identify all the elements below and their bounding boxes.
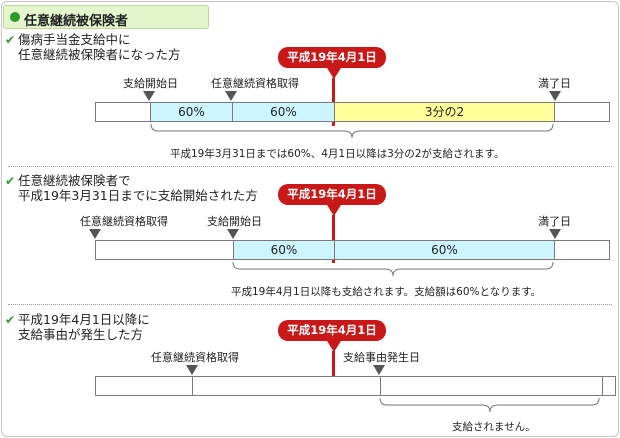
timeline-tick xyxy=(192,377,193,395)
red-marker-arrow-icon xyxy=(327,341,341,352)
bracket xyxy=(150,123,554,139)
red-marker-arrow-icon xyxy=(327,205,341,216)
red-date-line xyxy=(332,215,335,263)
header-box: 任意継続被保険者 xyxy=(3,5,209,29)
segment-60-percent: 60% xyxy=(232,103,334,121)
timeline-tick xyxy=(380,377,381,395)
date-badge: 平成19年4月1日 xyxy=(278,320,386,341)
timeline-bar: 60% 60% xyxy=(95,240,610,260)
segment-60-percent: 60% xyxy=(150,103,232,121)
timeline-tick xyxy=(602,377,603,395)
divider xyxy=(8,304,612,305)
label-expiry: 満了日 xyxy=(538,77,571,90)
date-badge: 平成19年4月1日 xyxy=(278,184,386,205)
marker-arrow-icon xyxy=(227,229,239,239)
label-continuation-acquired: 任意継続資格取得 xyxy=(80,215,168,228)
marker-arrow-icon xyxy=(549,91,561,101)
marker-arrow-icon xyxy=(373,365,385,375)
section-3-title-line1: 平成19年4月1日以降に xyxy=(18,312,150,327)
segment-60-percent: 60% xyxy=(334,241,555,259)
segment-60-percent: 60% xyxy=(233,241,334,259)
timeline-bar xyxy=(95,376,616,396)
segment-two-thirds: 3分の2 xyxy=(334,103,555,121)
section-1-note: 平成19年3月31日までは60%、4月1日以降は3分の2が支給されます。 xyxy=(170,148,505,160)
marker-arrow-icon xyxy=(143,91,155,101)
section-1-title-line1: 傷病手当金支給中に xyxy=(18,32,131,47)
red-marker-arrow-icon xyxy=(327,68,341,79)
label-payment-start: 支給開始日 xyxy=(207,215,262,228)
date-badge: 平成19年4月1日 xyxy=(278,47,386,68)
bracket xyxy=(379,397,600,413)
section-1-title-line2: 任意継続被保険者になった方 xyxy=(18,47,181,62)
bracket xyxy=(232,261,554,277)
red-date-line xyxy=(332,351,335,396)
check-icon: ✔ xyxy=(5,33,16,47)
timeline-bar: 60% 60% 3分の2 xyxy=(95,102,610,122)
section-3-title-line2: 支給事由が発生した方 xyxy=(18,327,144,342)
marker-arrow-icon xyxy=(89,229,101,239)
marker-arrow-icon xyxy=(225,91,237,101)
header-title: 任意継続被保険者 xyxy=(24,14,129,29)
marker-arrow-icon xyxy=(549,229,561,239)
divider xyxy=(8,166,612,167)
marker-arrow-icon xyxy=(186,365,198,375)
check-icon: ✔ xyxy=(5,313,16,327)
section-2-note: 平成19年4月1日以降も支給されます。支給額は60%となります。 xyxy=(231,286,542,298)
section-2-title-line2: 平成19年3月31日までに支給開始された方 xyxy=(18,188,258,203)
section-3-note: 支給されません。 xyxy=(452,421,536,433)
label-payment-start: 支給開始日 xyxy=(123,77,178,90)
section-2-title-line1: 任意継続被保険者で xyxy=(18,173,131,188)
bullet-dot-icon xyxy=(10,12,20,22)
label-continuation-acquired: 任意継続資格取得 xyxy=(211,77,299,90)
check-icon: ✔ xyxy=(5,174,16,188)
label-cause-date: 支給事由発生日 xyxy=(343,351,420,364)
label-continuation-acquired: 任意継続資格取得 xyxy=(151,351,239,364)
label-expiry: 満了日 xyxy=(538,215,571,228)
